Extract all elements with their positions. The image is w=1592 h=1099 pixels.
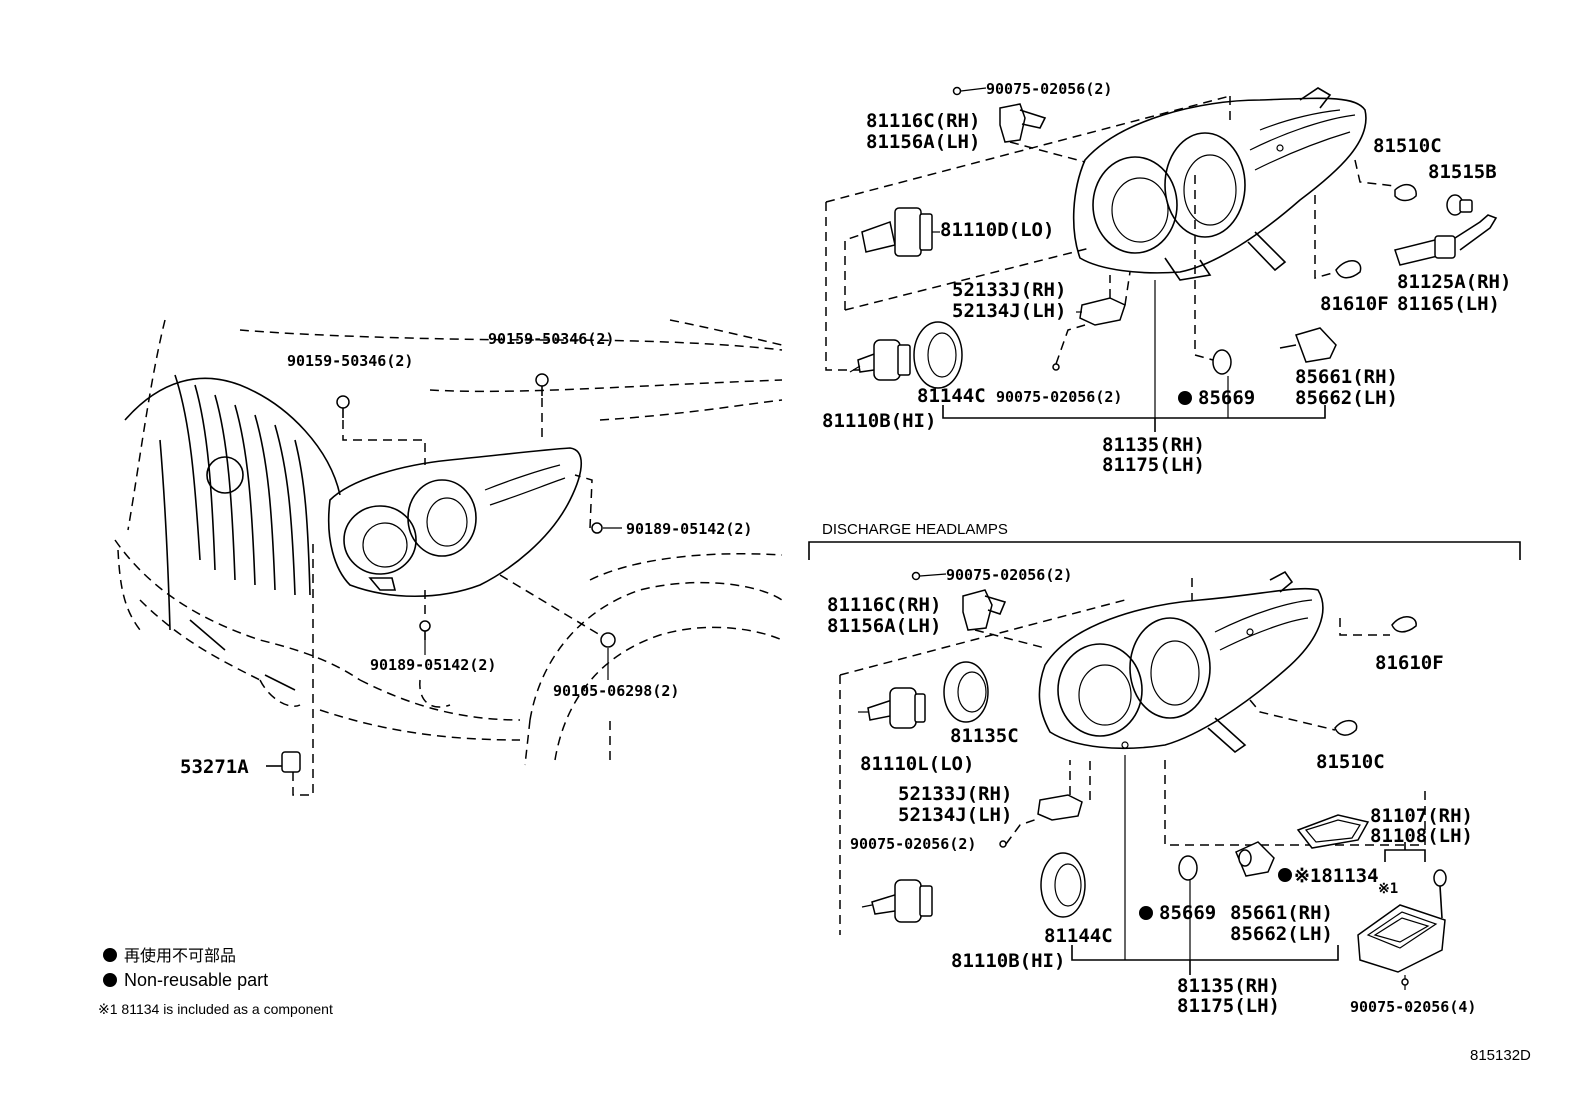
cap-81144c — [913, 321, 963, 389]
bracket-81116c — [999, 103, 1047, 143]
socket-85661 — [1279, 327, 1337, 363]
legend-note-1: ※1 81134 is included as a component — [98, 1001, 333, 1017]
section-title: DISCHARGE HEADLAMPS — [822, 521, 1008, 538]
label-90075-top: 90075-02056(2) — [986, 80, 1112, 98]
label-81165: 81165(LH) — [1397, 293, 1500, 315]
label-81135: 81135(RH) — [1102, 434, 1205, 456]
label-81135c: 81135C — [950, 725, 1019, 747]
discharge-headlamp-assembly — [808, 541, 1521, 990]
label-81135-discharge: 81135(RH) — [1177, 975, 1280, 997]
label-81110d: 81110D(LO) — [940, 219, 1054, 241]
bolt-90159-left — [336, 395, 350, 418]
socket-85661-discharge — [1235, 841, 1275, 877]
grommet-81515b — [1446, 194, 1473, 216]
label-85662-discharge: 85662(LH) — [1230, 923, 1333, 945]
bulb-81110d — [861, 207, 940, 257]
label-81610f: 81610F — [1320, 293, 1389, 315]
non-reusable-dot — [1278, 868, 1292, 882]
label-81610f-discharge: 81610F — [1375, 652, 1444, 674]
label-85661: 85661(RH) — [1295, 366, 1398, 388]
label-81107: 81107(RH) — [1370, 805, 1473, 827]
label-81134: ※181134 — [1294, 865, 1379, 887]
legend-dot-icon — [103, 973, 117, 987]
bracket-52133j-discharge — [1037, 794, 1083, 821]
bulb-81110b-discharge — [871, 879, 933, 923]
label-52134j: 52134J(LH) — [952, 300, 1066, 322]
label-81175: 81175(LH) — [1102, 454, 1205, 476]
cap-81144c-discharge — [1040, 852, 1086, 918]
ballast-81107 — [1357, 869, 1447, 973]
bracket-52133j — [1076, 297, 1126, 326]
legend-dot-icon — [103, 948, 117, 962]
clip-53271a — [266, 751, 301, 773]
label-85669: 85669 — [1198, 387, 1255, 409]
label-90075-mid: 90075-02056(2) — [996, 388, 1122, 406]
label-81110b-discharge: 81110B(HI) — [951, 950, 1065, 972]
label-90075-discharge-mid: 90075-02056(2) — [850, 835, 976, 853]
label-90189-bottom: 90189-05142(2) — [370, 656, 496, 674]
label-81515b: 81515B — [1428, 161, 1497, 183]
label-85662: 85662(LH) — [1295, 387, 1398, 409]
bracket-81116c-discharge — [962, 589, 1007, 631]
label-81144c-discharge: 81144C — [1044, 925, 1113, 947]
halogen-headlamp-assembly — [825, 86, 1498, 432]
legend: 再使用不可部品 Non-reusable part ※1 81134 is in… — [98, 947, 333, 1017]
non-reusable-dot — [1178, 391, 1192, 405]
label-81175-discharge: 81175(LH) — [1177, 995, 1280, 1017]
bulb-81125a — [1394, 214, 1498, 266]
legend-jp: 再使用不可部品 — [124, 947, 236, 965]
label-81510c-discharge: 81510C — [1316, 751, 1385, 773]
label-90105: 90105-06298(2) — [553, 682, 679, 700]
label-90075-discharge-bottom: 90075-02056(4) — [1350, 998, 1476, 1016]
label-81116c-discharge: 81116C(RH) — [827, 594, 941, 616]
label-90159-right: 90159-50346(2) — [488, 330, 614, 348]
vehicle-front-illustration — [114, 319, 783, 796]
figure-code: 815132D — [1470, 1047, 1531, 1064]
label-81125a: 81125A(RH) — [1397, 271, 1511, 293]
label-note-1-marker: ※1 — [1378, 881, 1398, 897]
label-52133j-discharge: 52133J(RH) — [898, 783, 1012, 805]
label-81156a: 81156A(LH) — [866, 131, 980, 153]
igniter-81135c — [943, 661, 989, 723]
bolt-90159-right — [535, 373, 549, 396]
label-81108: 81108(LH) — [1370, 825, 1473, 847]
label-85669-discharge: 85669 — [1159, 902, 1216, 924]
label-81144c: 81144C — [917, 385, 986, 407]
bulb-81110l — [867, 687, 926, 729]
part-labels: 90159-50346(2) 90159-50346(2) 90189-0514… — [180, 80, 1511, 1017]
label-90075-discharge-top: 90075-02056(2) — [946, 566, 1072, 584]
label-81110b: 81110B(HI) — [822, 410, 936, 432]
label-52133j: 52133J(RH) — [952, 279, 1066, 301]
non-reusable-dot — [1139, 906, 1153, 920]
bulb-81110b — [857, 339, 911, 381]
label-81116c: 81116C(RH) — [866, 110, 980, 132]
label-53271a: 53271A — [180, 756, 249, 778]
label-81510c: 81510C — [1373, 135, 1442, 157]
label-81156a-discharge: 81156A(LH) — [827, 615, 941, 637]
installed-headlamp — [327, 447, 582, 598]
label-85661-discharge: 85661(RH) — [1230, 902, 1333, 924]
label-52134j-discharge: 52134J(LH) — [898, 804, 1012, 826]
legend-en: Non-reusable part — [124, 970, 268, 990]
label-90159-left: 90159-50346(2) — [287, 352, 413, 370]
label-90189-right: 90189-05142(2) — [626, 520, 752, 538]
label-81110l: 81110L(LO) — [860, 753, 974, 775]
